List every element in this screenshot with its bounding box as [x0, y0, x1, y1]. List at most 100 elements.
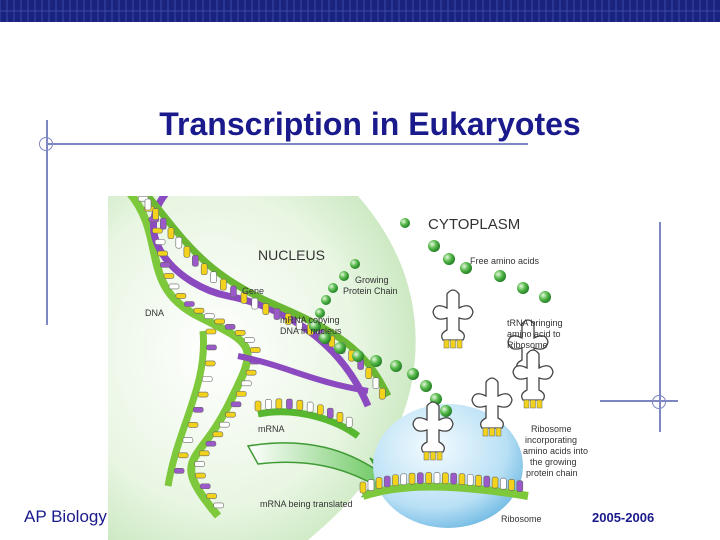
amino-acid-bead — [407, 368, 419, 380]
trna-base — [423, 451, 430, 461]
mrna-base — [345, 416, 353, 428]
dna-base — [214, 318, 226, 325]
label-protein-chain: Protein Chain — [343, 286, 398, 296]
dna-base — [219, 278, 227, 291]
trna — [412, 401, 454, 461]
crosshair-right-icon — [652, 395, 666, 409]
trna-base — [536, 399, 543, 409]
dna-base — [235, 391, 247, 397]
dna-base — [205, 440, 217, 447]
dna-base — [205, 328, 217, 335]
ribosome-base — [383, 475, 391, 488]
mrna-being-translated — [361, 482, 529, 500]
title-bar — [0, 0, 720, 22]
dna-base — [204, 313, 215, 319]
dna-base — [204, 360, 216, 367]
amino-acid-bead — [494, 270, 506, 282]
ribosome-base — [433, 472, 441, 484]
label-dna-in-nucleus: DNA in nucleus — [280, 326, 342, 336]
ribosome-base — [425, 472, 432, 484]
footer-course: AP Biology — [24, 507, 107, 526]
amino-acid-bead — [328, 283, 338, 293]
amino-acid-bead — [352, 350, 364, 362]
dna-base — [195, 472, 206, 479]
mrna-base — [265, 399, 272, 410]
amino-acid-bead — [440, 405, 452, 417]
label-amino-acid-to: amino acid to — [507, 329, 561, 339]
crosshair-left-icon — [39, 137, 53, 151]
ribosome-base — [417, 472, 424, 485]
transcription-diagram: CYTOPLASM NUCLEUS Free amino acids Growi… — [108, 196, 588, 540]
trna-molecules — [412, 289, 554, 461]
dna-base — [175, 236, 183, 249]
ribosome-base — [400, 473, 408, 486]
trna-base — [436, 451, 443, 461]
right-guide-line — [659, 222, 661, 432]
label-ribosome-4: the growing — [530, 457, 577, 467]
dna-base — [219, 421, 230, 428]
mrna-base — [296, 399, 304, 411]
dna-base — [245, 369, 257, 376]
dna-base — [378, 387, 386, 400]
dna-base — [144, 198, 152, 211]
dna-strand-green — [126, 196, 252, 519]
trna — [471, 377, 513, 437]
trna-body — [412, 401, 454, 453]
trna — [512, 349, 554, 409]
right-horizontal-line — [600, 400, 678, 402]
amino-acid-bead — [309, 320, 321, 332]
trna-base — [530, 399, 536, 409]
trna-base — [482, 427, 489, 437]
dna-base — [249, 347, 261, 353]
ribosome-bases — [359, 472, 524, 494]
ribosome-base — [375, 477, 383, 489]
dna-bases — [137, 196, 386, 509]
dna-base — [273, 308, 281, 320]
ribosome-base — [475, 474, 482, 487]
label-ribosome-3: amino acids into — [523, 446, 588, 456]
mrna-strand — [257, 408, 361, 439]
mrna-base — [254, 400, 262, 412]
mrna-base — [336, 411, 344, 423]
dna-base — [167, 227, 175, 240]
dna-base — [225, 411, 236, 418]
mrna-base — [317, 404, 324, 416]
footer-year: 2005-2006 — [592, 510, 655, 525]
label-ribosome-5: protein chain — [526, 468, 578, 478]
dna-base — [224, 324, 236, 330]
dna-base — [182, 437, 194, 443]
dna-base — [192, 406, 204, 413]
amino-acid-bead — [400, 218, 410, 228]
ribosome-base — [392, 474, 399, 487]
amino-acid-bead — [460, 262, 472, 274]
dna-base — [365, 367, 373, 380]
ribosome-base — [408, 472, 416, 485]
amino-acid-bead — [390, 360, 402, 372]
dna-strand-green-2 — [145, 196, 392, 398]
dna-base — [152, 208, 159, 220]
ribosome-base — [458, 473, 466, 485]
dna-base — [157, 250, 168, 257]
label-mrna: mRNA — [258, 424, 285, 434]
label-free-amino-acids: Free amino acids — [470, 256, 540, 266]
dna-base — [200, 263, 208, 276]
dna-base — [194, 461, 205, 467]
trna-base — [489, 427, 495, 437]
amino-acid-bead — [443, 253, 455, 265]
dna-base — [168, 283, 180, 290]
label-cytoplasm: CYTOPLASM — [428, 216, 520, 233]
trna-base — [450, 339, 456, 349]
label-ribosome: Ribosome — [501, 514, 542, 524]
amino-acid-bead — [370, 355, 382, 367]
amino-acid-bead — [517, 282, 529, 294]
dna-base — [284, 313, 292, 325]
ribosome-base — [491, 476, 499, 489]
slide-title: Transcription in Eukaryotes — [159, 106, 581, 142]
dna-base — [154, 239, 166, 245]
dna-base — [206, 344, 217, 351]
label-nucleus: NUCLEUS — [258, 247, 325, 263]
ribosome-base — [516, 480, 524, 492]
dna-base — [193, 307, 205, 314]
dna-base — [192, 254, 199, 267]
dna-base — [184, 301, 195, 307]
